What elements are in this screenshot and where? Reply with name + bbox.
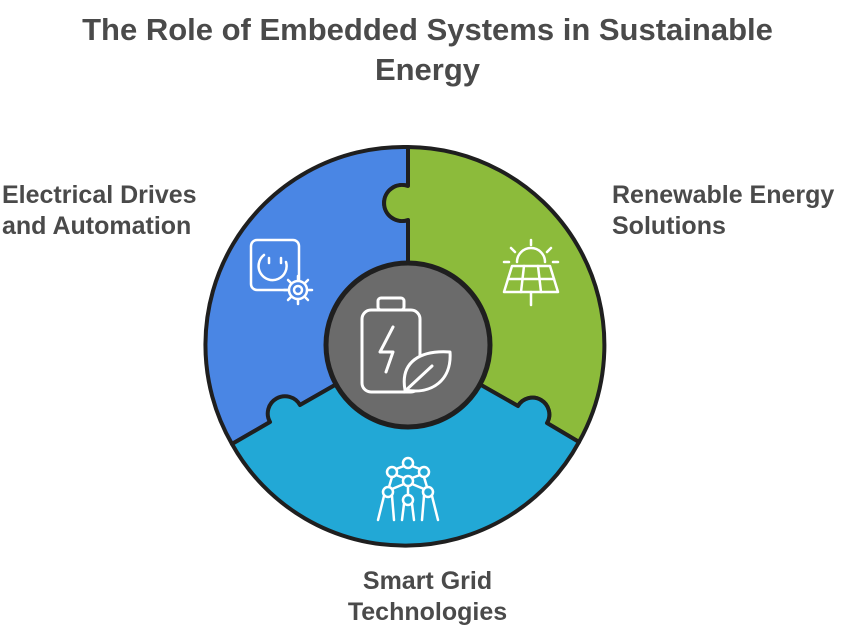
battery-leaf-icon bbox=[360, 296, 452, 394]
page-title: The Role of Embedded Systems in Sustaina… bbox=[0, 10, 855, 90]
label-electrical-drives: Electrical Drives and Automation bbox=[2, 180, 197, 242]
segment-smart-grid bbox=[230, 316, 581, 548]
label-smart-grid: Smart Grid Technologies bbox=[0, 566, 855, 628]
center-circle bbox=[323, 260, 493, 430]
socket-gear-icon bbox=[249, 238, 314, 306]
title-line-2: Energy bbox=[374, 52, 481, 87]
label-renewable-energy-line-2: Solutions bbox=[612, 212, 726, 240]
label-renewable-energy-line-1: Renewable Energy bbox=[612, 181, 835, 209]
label-smart-grid-line-2: Technologies bbox=[347, 598, 508, 626]
label-electrical-drives-line-2: and Automation bbox=[2, 212, 192, 240]
grid-network-icon bbox=[376, 456, 440, 522]
label-smart-grid-line-1: Smart Grid bbox=[362, 567, 493, 595]
label-renewable-energy: Renewable Energy Solutions bbox=[612, 180, 834, 242]
title-line-1: The Role of Embedded Systems in Sustaina… bbox=[82, 12, 773, 47]
solar-panel-sun-icon bbox=[502, 238, 560, 307]
label-electrical-drives-line-1: Electrical Drives bbox=[2, 181, 197, 209]
